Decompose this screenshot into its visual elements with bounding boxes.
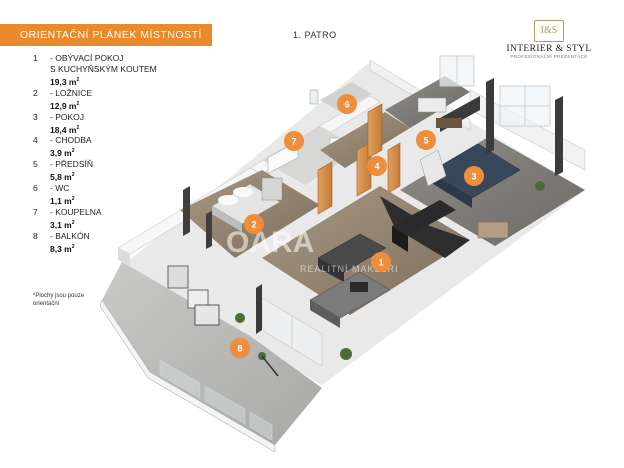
entrance-cabinet xyxy=(417,97,447,113)
legend-room-area: 19,3 m2 xyxy=(50,76,80,87)
legend-room-name: - POKOJ xyxy=(50,111,85,122)
marker-1: 1 xyxy=(371,252,391,272)
area-disclaimer: *Plochy jsou pouze orientační xyxy=(33,292,153,308)
brand-monogram: I&S xyxy=(534,20,564,42)
room-curtain-2 xyxy=(555,96,563,176)
marker-4: 4 xyxy=(367,156,387,176)
legend-room-name: - PŘEDSÍŇ xyxy=(50,159,93,170)
legend-number: 5 xyxy=(33,159,38,170)
legend-room-area: 8,3 m2 xyxy=(50,243,75,254)
legend-number: 8 xyxy=(33,230,38,241)
legend-number: 6 xyxy=(33,183,38,194)
kitchen-island xyxy=(317,233,387,282)
marker-6: 6 xyxy=(337,94,357,114)
kitchen-counter xyxy=(392,200,456,252)
legend-room-area: 3,1 m2 xyxy=(50,219,75,230)
legend-room-name: - CHODBA xyxy=(50,135,92,146)
legend-number: 1 xyxy=(33,53,38,63)
balcony-railing xyxy=(99,299,276,453)
watermark: OARA REALITNÍ MAKLÉŘI xyxy=(226,226,399,274)
svg-text:3: 3 xyxy=(471,172,476,182)
wall-left-side xyxy=(118,248,130,266)
marker-7: 7 xyxy=(284,131,304,151)
disclaimer-line-2: orientační xyxy=(33,301,60,307)
floor-label: 1. PATRO xyxy=(293,30,337,40)
door-2 xyxy=(356,141,372,197)
hallway-floor xyxy=(320,112,410,168)
svg-text:1: 1 xyxy=(378,258,383,268)
legend-room-name: - OBÝVACÍ POKOJ xyxy=(50,53,124,63)
legend-item: 4 - CHODBA 3,9 m2 xyxy=(33,135,193,159)
living-curtain xyxy=(256,284,262,334)
room-bench xyxy=(436,118,462,128)
svg-text:6: 6 xyxy=(344,100,349,110)
legend-room-area: 3,9 m2 xyxy=(50,148,75,159)
bathroom-mirror xyxy=(309,89,319,105)
room-plant xyxy=(535,181,545,191)
bedroom-curtain xyxy=(183,186,190,236)
legend-room-name: - LOŽNICE xyxy=(50,87,93,98)
svg-text:7: 7 xyxy=(291,137,296,147)
room-desk xyxy=(477,221,509,239)
door-1 xyxy=(317,161,333,215)
marker-3: 3 xyxy=(464,166,484,186)
legend-room-area: 12,9 m2 xyxy=(50,100,80,111)
legend-room-area: 1,1 m2 xyxy=(50,195,75,206)
marker-5: 5 xyxy=(416,130,436,150)
living-plant xyxy=(340,348,352,360)
legend-item: 8 - BALKÓN 8,3 m2 xyxy=(33,231,193,255)
room-curtain xyxy=(486,78,494,154)
living-table xyxy=(350,282,368,292)
living-sofa xyxy=(309,271,391,328)
legend-number: 7 xyxy=(33,206,38,217)
svg-text:8: 8 xyxy=(237,344,242,354)
door-3 xyxy=(367,103,383,159)
marker-2: 2 xyxy=(244,214,264,234)
svg-text:5: 5 xyxy=(423,136,428,146)
balcony-floor xyxy=(102,262,322,445)
page-title: ORIENTAČNÍ PLÁNEK MÍSTNOSTÍ xyxy=(20,29,202,41)
legend-item: 2 - LOŽNICE 12,9 m2 xyxy=(33,88,193,112)
svg-text:4: 4 xyxy=(374,162,379,172)
legend-item: 3 - POKOJ 18,4 m2 xyxy=(33,112,193,136)
legend-room-name: - WC xyxy=(50,183,70,194)
room-legend: 1 - OBÝVACÍ POKOJ S KUCHYŇSKÝM KOUTEM 19… xyxy=(33,53,193,255)
legend-item: 5 - PŘEDSÍŇ 5,8 m2 xyxy=(33,159,193,183)
legend-room-area: 18,4 m2 xyxy=(50,124,80,135)
kitchen-floor-dark xyxy=(380,196,470,258)
brand-tagline: PROFESIONÁLNÍ PREZENTACE xyxy=(510,54,588,59)
legend-number: 4 xyxy=(33,135,38,146)
header-band: ORIENTAČNÍ PLÁNEK MÍSTNOSTÍ xyxy=(0,24,212,46)
brand-logo: I&S INTERIER & STYL PROFESIONÁLNÍ PREZEN… xyxy=(494,20,604,59)
bedroom-curtain-2 xyxy=(206,211,212,249)
bedroom-wardrobe xyxy=(261,177,283,201)
legend-room-name: - BALKÓN xyxy=(50,230,90,241)
marker-8: 8 xyxy=(230,338,250,358)
balcony-furniture xyxy=(167,265,279,377)
watermark-logo: OARA xyxy=(226,226,314,259)
legend-number: 2 xyxy=(33,87,38,98)
brand-name: INTERIER & STYL xyxy=(506,44,592,54)
room-window-frame xyxy=(499,85,551,127)
svg-text:2: 2 xyxy=(251,220,256,230)
legend-room-name-2: S KUCHYŇSKÝM KOUTEM xyxy=(50,64,157,74)
door-4 xyxy=(387,142,401,194)
legend-item: 6 - WC 1,1 m2 xyxy=(33,183,193,207)
legend-room-name: - KOUPELNA xyxy=(50,206,102,217)
legend-number: 3 xyxy=(33,111,38,122)
legend-room-area: 5,8 m2 xyxy=(50,172,75,183)
legend-item: 7 - KOUPELNA 3,1 m2 xyxy=(33,207,193,231)
disclaimer-line-1: *Plochy jsou pouze xyxy=(33,293,85,299)
watermark-text: REALITNÍ MAKLÉŘI xyxy=(300,264,399,274)
upper-window xyxy=(439,55,475,87)
balcony-railing-glass xyxy=(159,359,273,441)
legend-item: 1 - OBÝVACÍ POKOJ S KUCHYŇSKÝM KOUTEM 19… xyxy=(33,53,193,88)
